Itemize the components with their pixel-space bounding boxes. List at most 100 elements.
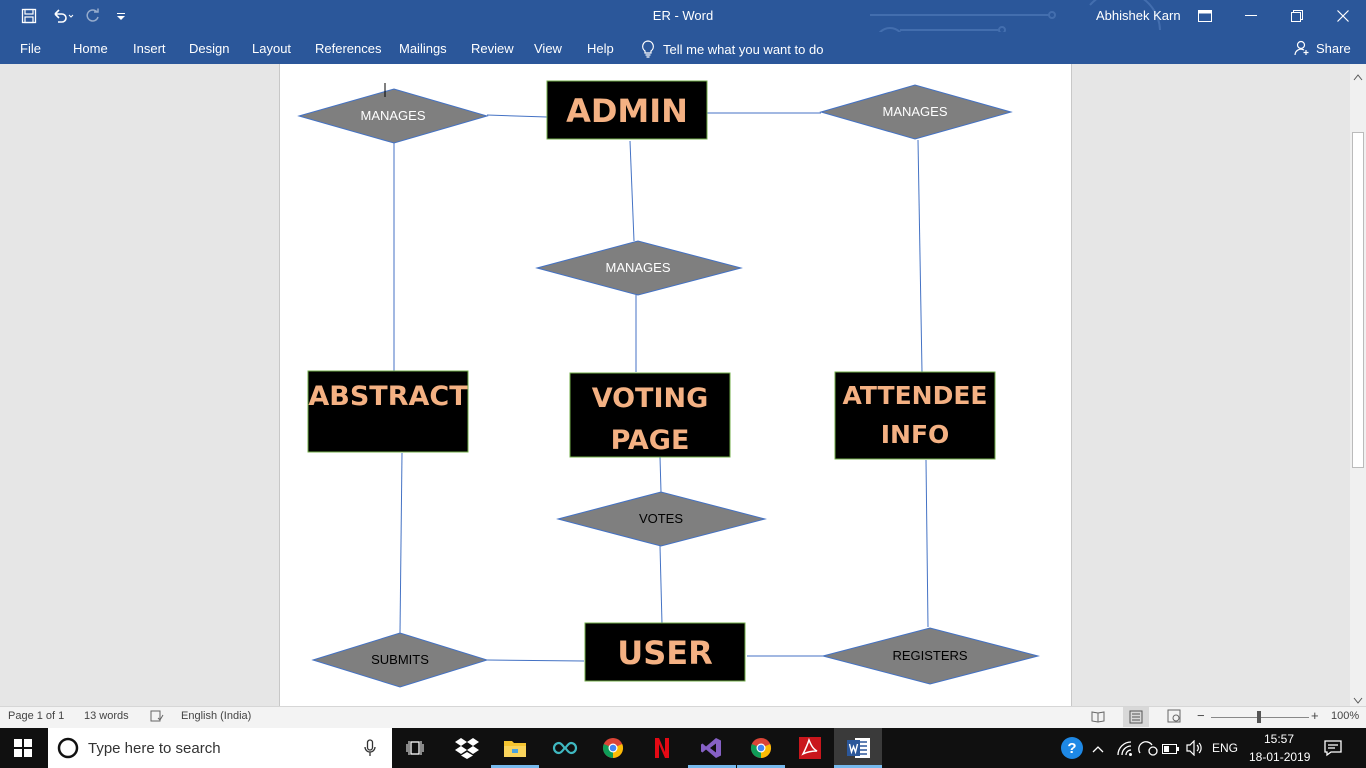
tab-insert[interactable]: Insert — [133, 41, 166, 56]
svg-text:?: ? — [1067, 740, 1076, 757]
taskbar: Type here to search ? — [0, 728, 1366, 768]
relationship-label: MANAGES — [360, 108, 425, 123]
relationship-diamond — [556, 491, 767, 547]
input-language[interactable]: ENG — [1212, 741, 1239, 755]
dropbox-icon[interactable] — [455, 737, 479, 764]
acrobat-icon[interactable] — [798, 736, 822, 765]
entity-user[interactable]: USER — [584, 622, 746, 682]
print-layout-icon[interactable] — [1123, 707, 1149, 727]
vertical-scrollbar[interactable] — [1350, 64, 1366, 706]
arduino-icon[interactable] — [552, 740, 578, 761]
relationship-votes[interactable]: VOTES — [556, 491, 767, 547]
clock-date[interactable]: 18-01-2019 — [1249, 750, 1311, 764]
chrome-icon[interactable] — [750, 737, 772, 764]
entity-attendee-info[interactable]: ATTENDEE INFO — [834, 371, 996, 460]
tab-help[interactable]: Help — [587, 41, 614, 56]
user-name[interactable]: Abhishek Karn — [1096, 8, 1181, 23]
word-count[interactable]: 13 words — [84, 710, 129, 722]
proofing-icon[interactable] — [150, 709, 164, 726]
entity-voting-page[interactable]: VOTING PAGE — [569, 372, 731, 458]
tab-review[interactable]: Review — [471, 41, 514, 56]
netflix-icon[interactable] — [654, 737, 670, 764]
page-count[interactable]: Page 1 of 1 — [8, 710, 65, 722]
relationship-diamond — [819, 84, 1013, 140]
tell-me-label: Tell me what you want to do — [663, 41, 824, 57]
undo-icon[interactable] — [50, 6, 76, 26]
network-icon[interactable] — [1138, 740, 1158, 761]
share-button[interactable]: Share — [1294, 40, 1351, 56]
customize-toolbar-icon[interactable] — [114, 6, 128, 26]
status-bar: Page 1 of 1 13 words English (India) − +… — [0, 706, 1366, 729]
document-page[interactable]: MANAGES MANAGES MANAGES VOTES SUBMITS RE… — [279, 64, 1072, 706]
tell-me-search[interactable]: Tell me what you want to do — [641, 40, 823, 58]
web-layout-icon[interactable] — [1167, 709, 1181, 726]
scrollbar-thumb[interactable] — [1352, 132, 1364, 468]
volume-icon[interactable] — [1186, 739, 1204, 761]
relationship-diamond — [311, 632, 489, 688]
tab-mailings[interactable]: Mailings — [399, 41, 447, 56]
entity-label-line1: ATTENDEE — [843, 381, 988, 410]
connector-line — [659, 456, 662, 493]
relationship-diamond — [821, 627, 1040, 685]
relationship-label: MANAGES — [882, 104, 947, 119]
file-explorer-icon[interactable] — [503, 738, 527, 763]
connector-line — [486, 114, 548, 118]
relationship-diamond — [297, 88, 489, 144]
save-icon[interactable] — [18, 6, 40, 26]
notifications-icon[interactable] — [1324, 739, 1342, 762]
entity-label: ABSTRACT — [308, 381, 468, 412]
entity-admin[interactable]: ADMIN — [546, 80, 708, 140]
redo-icon[interactable] — [84, 6, 102, 26]
zoom-in-icon[interactable]: + — [1311, 708, 1319, 723]
tab-view[interactable]: View — [534, 41, 562, 56]
tab-home[interactable]: Home — [73, 41, 108, 56]
taskbar-search[interactable]: Type here to search — [48, 728, 392, 768]
entity-label: USER — [617, 634, 713, 672]
tab-references[interactable]: References — [315, 41, 382, 56]
word-taskbar-button[interactable] — [834, 728, 882, 768]
word-icon — [847, 738, 870, 758]
minimize-button[interactable] — [1228, 0, 1274, 32]
entity-label: ADMIN — [566, 92, 688, 130]
entity-box — [569, 372, 731, 458]
entity-abstract[interactable]: ABSTRACT — [307, 370, 469, 453]
entity-box — [834, 371, 996, 460]
restore-button[interactable] — [1274, 0, 1320, 32]
tab-layout[interactable]: Layout — [252, 41, 292, 56]
close-button[interactable] — [1320, 0, 1366, 32]
wifi-icon[interactable] — [1116, 740, 1134, 761]
task-view-icon[interactable] — [405, 739, 425, 762]
chrome-icon[interactable] — [602, 737, 624, 764]
connector-line — [399, 452, 403, 634]
microphone-icon[interactable] — [364, 739, 376, 762]
entity-label-line2: PAGE — [611, 425, 690, 456]
help-icon[interactable]: ? — [1060, 736, 1084, 765]
ribbon-display-options-icon[interactable] — [1182, 0, 1228, 32]
read-mode-icon[interactable] — [1091, 709, 1105, 726]
clock-time[interactable]: 15:57 — [1264, 732, 1295, 746]
zoom-level[interactable]: 100% — [1331, 710, 1360, 722]
tab-design[interactable]: Design — [189, 41, 230, 56]
person-icon — [1294, 40, 1309, 56]
cortana-icon — [57, 737, 79, 764]
scroll-down-icon[interactable] — [1353, 692, 1363, 710]
relationship-manages-left[interactable]: MANAGES — [297, 88, 489, 144]
search-placeholder: Type here to search — [88, 740, 221, 757]
windows-start-icon[interactable] — [14, 739, 32, 762]
relationship-label: SUBMITS — [371, 652, 429, 667]
tab-file[interactable]: File — [20, 41, 41, 56]
scroll-up-icon[interactable] — [1353, 68, 1363, 86]
relationship-manages-right[interactable]: MANAGES — [819, 84, 1013, 140]
relationship-registers[interactable]: REGISTERS — [821, 627, 1040, 685]
zoom-out-icon[interactable]: − — [1197, 708, 1205, 723]
chevron-up-icon[interactable] — [1092, 741, 1104, 759]
entity-box — [546, 80, 708, 140]
connector-line — [659, 545, 663, 625]
language-indicator[interactable]: English (India) — [181, 710, 252, 722]
relationship-submits[interactable]: SUBMITS — [311, 632, 489, 688]
zoom-slider-handle[interactable] — [1257, 711, 1261, 723]
battery-icon[interactable] — [1162, 742, 1180, 760]
visual-studio-icon[interactable] — [700, 737, 722, 764]
relationship-label: REGISTERS — [892, 648, 967, 663]
relationship-manages-center[interactable]: MANAGES — [535, 240, 743, 296]
